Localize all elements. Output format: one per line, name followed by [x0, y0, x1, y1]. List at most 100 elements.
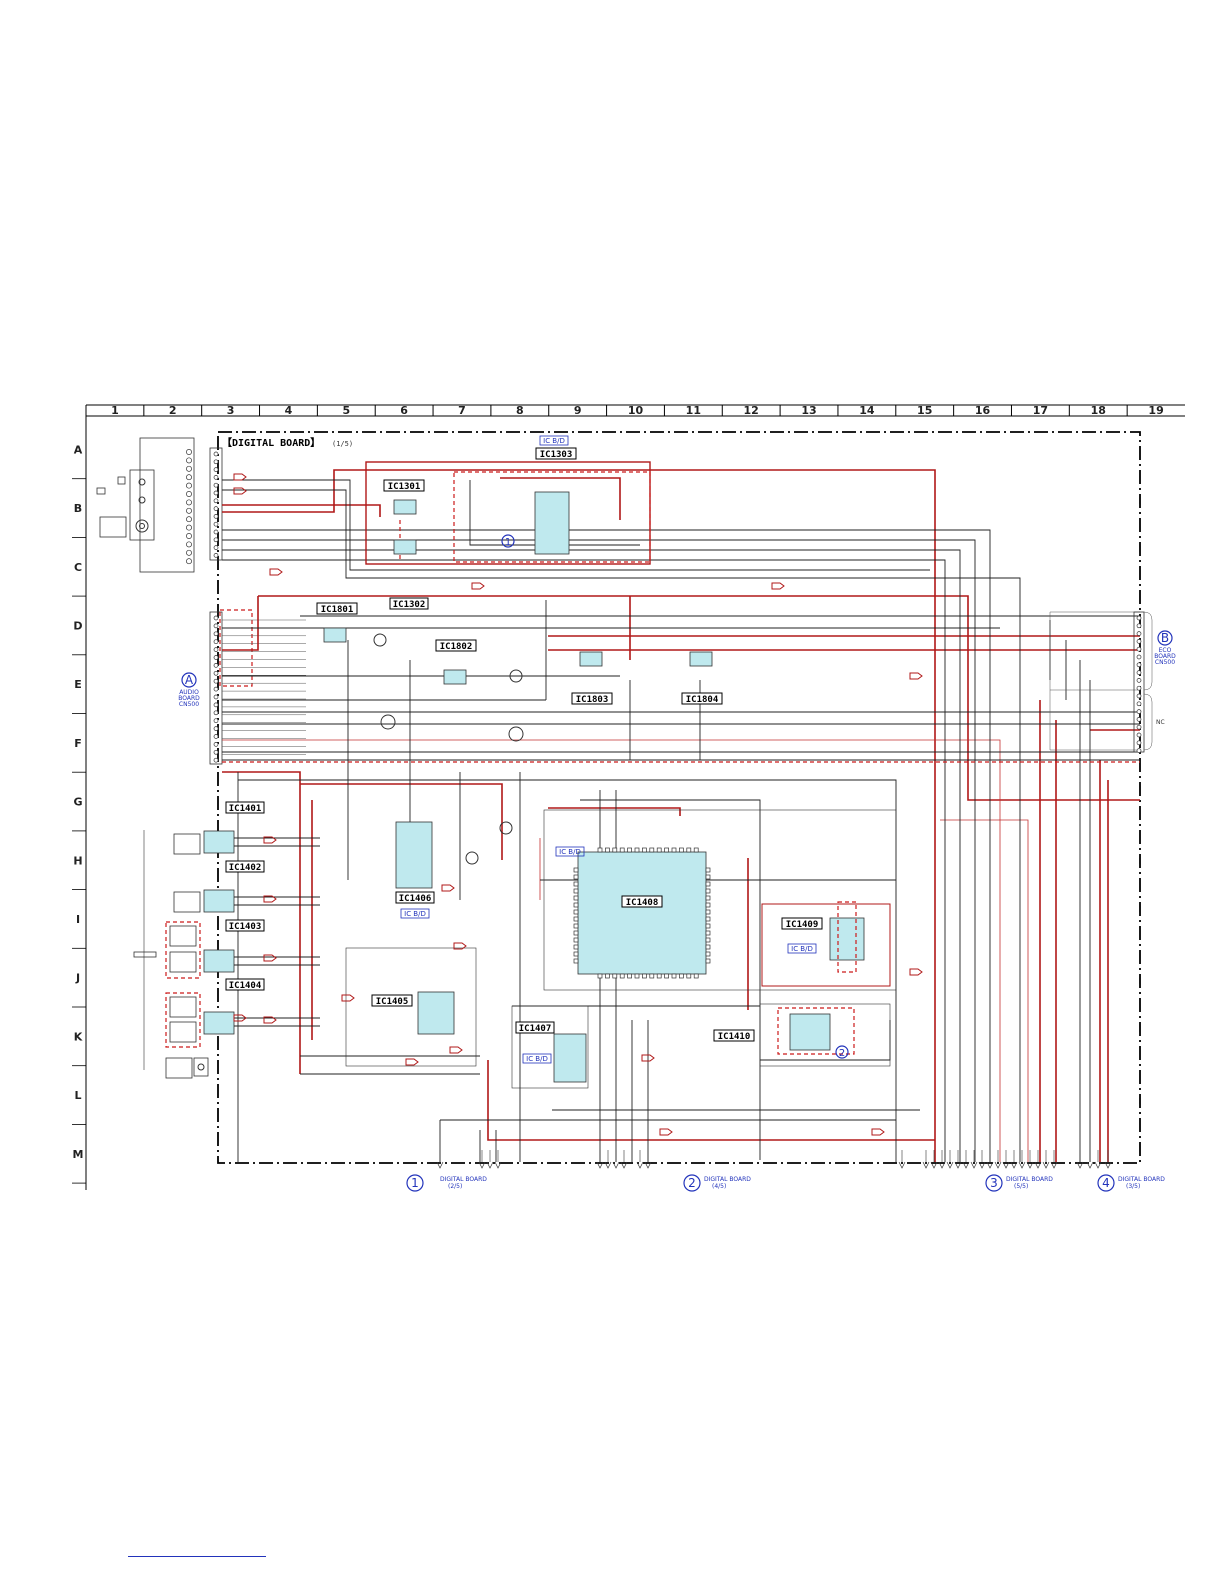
input-jack-block [96, 437, 195, 573]
ic1303-block: IC1303 IC B/D [365, 435, 651, 565]
ic1406-block: IC1406 IC B/D [395, 821, 513, 919]
svg-text:2: 2 [688, 1176, 696, 1190]
connector-strip-mid [209, 609, 253, 765]
svg-text:BOARD: BOARD [1154, 653, 1176, 660]
svg-text:A: A [185, 673, 194, 687]
column-label: 11 [686, 404, 701, 417]
row-label: J [75, 972, 80, 985]
ic1401-block: IC1401 [173, 801, 265, 855]
svg-text:ECO: ECO [1159, 647, 1172, 654]
svg-text:IC B/D: IC B/D [559, 848, 581, 856]
signal-lines [222, 479, 1140, 1162]
ic1409-block: IC1409 IC B/D [761, 901, 891, 987]
ic1408-block: IC1408 IC B/D [543, 809, 897, 991]
footer-ref-3: 3 DIGITAL BOARD (5/5) [985, 1174, 1053, 1192]
footer-ref-2: 2 DIGITAL BOARD (4/5) [683, 1174, 751, 1192]
ic1407-block: IC1407 IC B/D [511, 1005, 589, 1089]
dashed-red-routes [222, 520, 1140, 763]
board-title: 【DIGITAL BOARD】 [222, 436, 320, 449]
svg-text:DIGITAL BOARD: DIGITAL BOARD [704, 1176, 751, 1183]
row-label: D [73, 619, 82, 632]
row-label: G [73, 796, 82, 809]
svg-text:(2/5): (2/5) [448, 1183, 462, 1190]
ic1403-block: IC1403 [165, 919, 265, 979]
svg-text:IC1402: IC1402 [229, 863, 262, 873]
board-title-sub: (1/5) [332, 440, 353, 448]
svg-text:IC B/D: IC B/D [404, 910, 426, 918]
row-label: I [76, 913, 80, 926]
ic1301-block: IC1301 [383, 479, 425, 555]
svg-text:DIGITAL BOARD: DIGITAL BOARD [440, 1176, 487, 1183]
ic1804-block: IC1804 [681, 651, 723, 705]
svg-text:(5/5): (5/5) [1014, 1183, 1028, 1190]
svg-text:IC B/D: IC B/D [543, 437, 565, 445]
column-label: 17 [1033, 404, 1048, 417]
svg-text:DIGITAL BOARD: DIGITAL BOARD [1006, 1176, 1053, 1183]
ic1404-block: IC1404 [133, 830, 265, 1079]
svg-text:BOARD: BOARD [178, 695, 200, 702]
svg-text:IC B/D: IC B/D [791, 945, 813, 953]
row-label: A [74, 443, 83, 456]
svg-text:AUDIO: AUDIO [179, 689, 199, 696]
column-label: 19 [1148, 404, 1163, 417]
svg-text:2: 2 [839, 1048, 845, 1059]
svg-text:CN500: CN500 [179, 701, 199, 708]
ic1410-block: IC1410 [713, 1003, 891, 1067]
svg-text:DIGITAL BOARD: DIGITAL BOARD [1118, 1176, 1165, 1183]
svg-text:IC1804: IC1804 [686, 695, 719, 705]
red-power-lines [222, 469, 1140, 1162]
ic1405-block: IC1405 [345, 947, 477, 1067]
svg-text:IC1408: IC1408 [626, 898, 659, 908]
marker-2: 2 [835, 1045, 849, 1059]
row-label: K [74, 1030, 83, 1043]
svg-text:IC1803: IC1803 [576, 695, 609, 705]
row-label: C [74, 561, 82, 574]
ic1302-block: IC1302 [389, 597, 429, 610]
marker-1: 1 [501, 534, 515, 548]
ic1801-block: IC1801 [316, 602, 387, 647]
column-label: 1 [111, 404, 119, 417]
svg-text:IC1302: IC1302 [393, 600, 426, 610]
connector-strip-top [209, 447, 223, 561]
svg-text:1: 1 [505, 537, 511, 548]
column-label: 3 [227, 404, 235, 417]
row-label: E [74, 678, 82, 691]
row-label: L [74, 1089, 81, 1102]
row-label: M [73, 1148, 84, 1161]
svg-text:4: 4 [1102, 1176, 1110, 1190]
connector-b-block: B ECO BOARD CN500 NC [1133, 611, 1176, 753]
board-outline [217, 431, 1141, 1164]
svg-text:IC1401: IC1401 [229, 804, 262, 814]
column-label: 18 [1091, 404, 1106, 417]
svg-text:3: 3 [990, 1176, 998, 1190]
row-label: H [73, 854, 82, 867]
svg-text:IC1405: IC1405 [376, 997, 409, 1007]
svg-text:1: 1 [411, 1176, 419, 1190]
footer-ref-1: 1 DIGITAL BOARD (2/5) [406, 1174, 487, 1192]
svg-text:IC1303: IC1303 [540, 450, 573, 460]
svg-text:IC1406: IC1406 [399, 894, 432, 904]
column-label: 13 [801, 404, 816, 417]
svg-text:IC1407: IC1407 [519, 1024, 552, 1034]
bottom-terminals [436, 1150, 1112, 1169]
column-label: 14 [859, 404, 875, 417]
connector-a-marker: A AUDIO BOARD CN500 [178, 672, 200, 708]
svg-text:IC1404: IC1404 [229, 981, 262, 991]
svg-text:IC1801: IC1801 [321, 605, 354, 615]
footer-ref-4: 4 DIGITAL BOARD (3/5) [1097, 1174, 1165, 1192]
row-label: F [74, 737, 82, 750]
row-header: A B C D E F G H I J K L M [72, 405, 87, 1190]
signal-arrows [233, 473, 923, 1136]
column-label: 5 [342, 404, 350, 417]
svg-text:(4/5): (4/5) [712, 1183, 726, 1190]
svg-text:IC1409: IC1409 [786, 920, 819, 930]
svg-text:(3/5): (3/5) [1126, 1183, 1140, 1190]
column-label: 2 [169, 404, 177, 417]
svg-text:IC1301: IC1301 [388, 482, 421, 492]
svg-text:IC1410: IC1410 [718, 1032, 751, 1042]
row-label: B [74, 502, 82, 515]
svg-text:IC1403: IC1403 [229, 922, 262, 932]
svg-text:IC1802: IC1802 [440, 642, 473, 652]
svg-text:CN500: CN500 [1155, 659, 1175, 666]
